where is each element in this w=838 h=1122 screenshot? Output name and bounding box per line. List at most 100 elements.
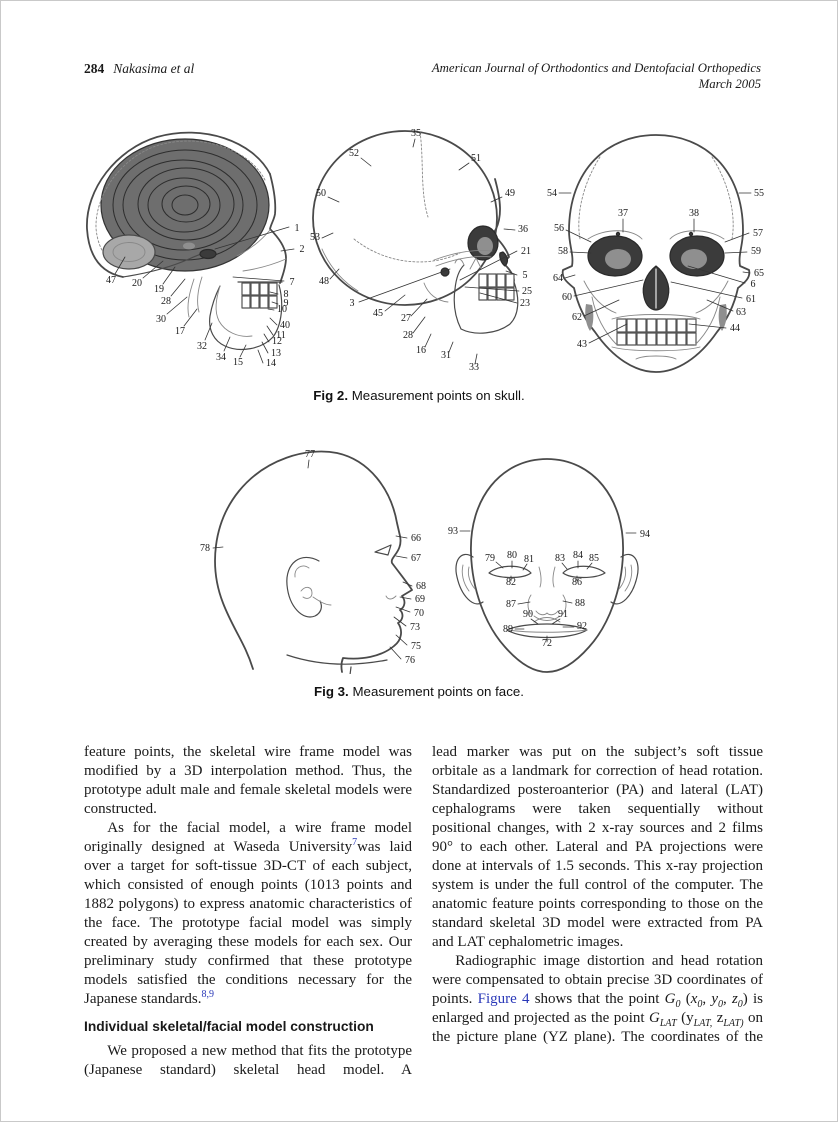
label-leader-line: [239, 344, 247, 358]
label-leader-line: [142, 260, 164, 279]
figure-point-label: 43: [577, 339, 587, 350]
label-leader-line: [688, 323, 727, 329]
label-leader-line: [412, 138, 416, 148]
figure-point-label: 83: [555, 553, 565, 564]
label-leader-line: [503, 228, 516, 231]
label-leader-line: [360, 157, 372, 167]
figure-3-caption: Fig 3. Measurement points on face.: [1, 684, 837, 699]
figure-point-label: 55: [754, 188, 764, 199]
label-leader-line: [448, 341, 454, 353]
figure-point-label: 30: [156, 314, 166, 325]
label-leader-line: [530, 618, 539, 625]
figure-point-label: 3: [350, 298, 355, 309]
figure-point-label: 17: [175, 326, 185, 337]
label-leader-line: [402, 581, 413, 587]
figure-point-label: 65: [754, 268, 764, 279]
figure-point-label: 28: [161, 296, 171, 307]
label-leader-line: [565, 229, 592, 243]
figure-point-label: 48: [319, 276, 329, 287]
citation-link[interactable]: 8,9: [201, 989, 214, 1000]
figure-point-label: 73: [410, 622, 420, 633]
figure-point-label: 87: [506, 599, 516, 610]
label-leader-line: [410, 298, 428, 317]
figure-point-label: 78: [200, 543, 210, 554]
figure-point-label: 31: [441, 350, 451, 361]
running-authors: Nakasima et al: [113, 61, 195, 76]
label-leader-line: [479, 292, 518, 304]
label-leader-line: [517, 601, 531, 605]
body-paragraph: We proposed a new method that fits the p…: [84, 1043, 412, 1078]
figure-point-label: 40: [280, 320, 290, 331]
label-leader-line: [687, 265, 746, 284]
figure-point-label: 59: [751, 246, 761, 257]
figure-point-label: 34: [216, 352, 226, 363]
figure-2-caption: Fig 2. Measurement points on skull.: [1, 388, 837, 403]
figure-3-caption-text: Measurement points on face.: [352, 684, 524, 699]
figure-point-label: 5: [523, 270, 528, 281]
label-leader-line: [583, 299, 620, 317]
figure-2-caption-label: Fig 2.: [313, 388, 349, 403]
figure-point-label: 54: [547, 188, 557, 199]
label-leader-line: [214, 226, 290, 250]
figure-point-label: 58: [558, 246, 568, 257]
figure-point-label: 90: [523, 609, 533, 620]
figure-point-label: 84: [573, 550, 583, 561]
label-leader-line: [724, 232, 750, 243]
label-leader-line: [307, 459, 310, 469]
label-leader-line: [393, 616, 407, 627]
figure-reference-link[interactable]: Figure 4: [477, 991, 530, 1007]
label-leader-line: [266, 325, 274, 336]
citation-link[interactable]: 7: [352, 837, 358, 848]
figure-point-label: 50: [316, 188, 326, 199]
journal-issue-date: March 2005: [698, 76, 761, 91]
label-leader-line: [464, 286, 520, 292]
figure-point-label: 79: [485, 553, 495, 564]
figure-point-label: 81: [524, 554, 534, 565]
running-head-left: 284 Nakasima et al: [84, 61, 194, 77]
label-leader-line: [261, 341, 269, 354]
figure-point-label: 62: [572, 312, 582, 323]
label-leader-line: [505, 270, 518, 276]
label-leader-line: [327, 196, 340, 203]
label-leader-line: [170, 278, 186, 297]
figure-point-label: 11: [276, 330, 286, 341]
body-paragraph: lead marker was put on the subject’s sof…: [432, 744, 763, 950]
figure-point-label: 45: [373, 308, 383, 319]
figure-point-label: 57: [753, 228, 763, 239]
figure-point-label: 27: [401, 313, 411, 324]
figure-point-label: 25: [522, 286, 532, 297]
right-column: lead marker was put on the subject’s sof…: [432, 743, 763, 1047]
label-leader-line: [522, 563, 528, 571]
label-leader-line: [459, 250, 518, 281]
label-leader-line: [474, 353, 478, 365]
figure-point-label: 1: [295, 223, 300, 234]
label-leader-line: [166, 296, 188, 315]
figure-point-label: 61: [746, 294, 756, 305]
figure-point-label: 53: [310, 232, 320, 243]
label-leader-line: [358, 268, 451, 303]
figure-point-label: 82: [506, 577, 516, 588]
page-number: 284: [84, 61, 105, 76]
figure-point-label: 70: [414, 608, 424, 619]
figure-point-label: 20: [132, 278, 142, 289]
label-leader-line: [490, 196, 503, 203]
figure-point-label: 89: [503, 624, 513, 635]
figure-point-label: 10: [277, 304, 287, 315]
label-leader-line: [280, 248, 295, 252]
figure-point-label: 91: [558, 609, 568, 620]
journal-title: American Journal of Orthodontics and Den…: [431, 61, 761, 75]
left-column: feature points, the skeletal wire frame …: [84, 743, 412, 1080]
label-leader-line: [329, 268, 340, 280]
figure-point-label: 12: [272, 336, 282, 347]
figure-point-label: 49: [505, 188, 515, 199]
label-leader-line: [573, 279, 644, 297]
label-leader-line: [412, 316, 426, 334]
figure-point-label: 7: [290, 277, 295, 288]
label-leader-line: [162, 266, 176, 285]
figure-point-label: 14: [266, 358, 276, 369]
figure-2-caption-text: Measurement points on skull.: [351, 388, 525, 403]
